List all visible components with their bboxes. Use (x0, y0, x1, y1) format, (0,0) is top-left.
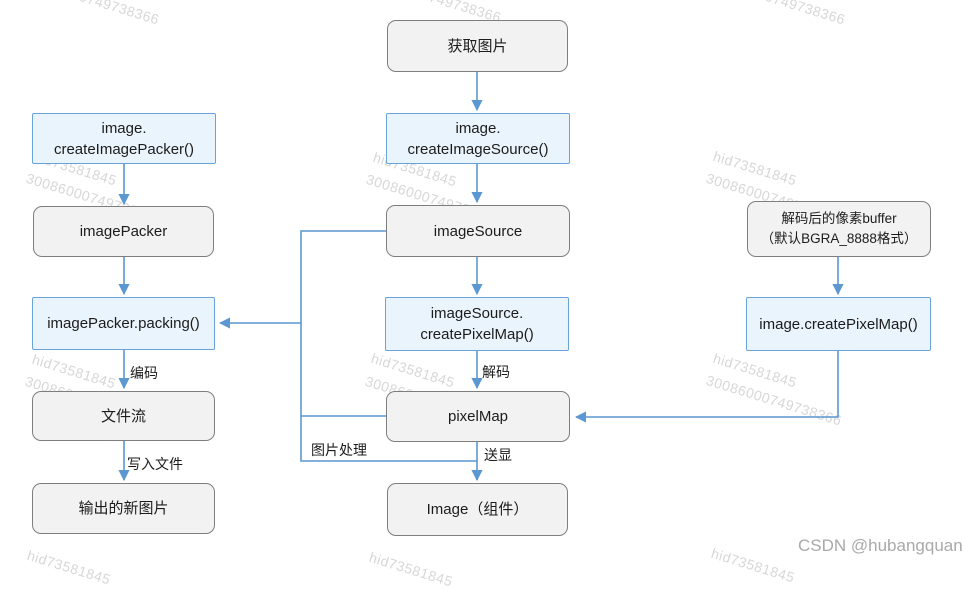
node-create-image-source: image. createImageSource() (386, 113, 570, 164)
node-pixel-buffer-line2: （默认BGRA_8888格式） (760, 231, 918, 246)
node-create-image-packer-line1: image. (101, 119, 147, 137)
node-image-packer-label: imagePacker (79, 223, 168, 240)
node-output-image: 输出的新图片 (32, 483, 215, 534)
node-image-create-pixel-map-label: image.createPixelMap() (759, 315, 918, 333)
node-image-packer: imagePacker (33, 206, 214, 257)
node-image-source: imageSource (386, 205, 570, 257)
node-create-image-source-line2: createImageSource() (407, 140, 549, 158)
edge-image-create-pixel-map-to-pixel-map (574, 351, 839, 423)
node-pixel-buffer-line1: 解码后的像素buffer (781, 210, 897, 226)
edge-label-write-file: 写入文件 (127, 456, 183, 472)
node-file-stream: 文件流 (32, 391, 215, 441)
node-pixel-buffer: 解码后的像素buffer （默认BGRA_8888格式） (747, 201, 931, 257)
node-image-source-create-pixel-map-line2: createPixelMap() (420, 326, 534, 343)
node-image-source-create-pixel-map: imageSource. createPixelMap() (385, 297, 569, 351)
node-pixel-map: pixelMap (386, 391, 570, 442)
flowchart-canvas: 0749738366 0749738366 0749738366 hid7358… (23, 0, 963, 590)
node-image-source-label: imageSource (433, 222, 523, 240)
node-image-component-label: Image（组件） (426, 501, 529, 518)
edge-label-decode: 解码 (482, 364, 510, 380)
node-create-image-packer: image. createImagePacker() (32, 113, 216, 164)
edge-trunk-image-source-loop (300, 230, 477, 462)
connector-lines (118, 72, 844, 482)
edge-label-image-processing: 图片处理 (311, 442, 367, 458)
node-create-image-source-line1: image. (455, 119, 501, 137)
edge-label-encode: 编码 (130, 365, 158, 381)
node-pixel-map-label: pixelMap (447, 408, 509, 425)
node-get-image-label: 获取图片 (447, 37, 508, 55)
node-image-source-create-pixel-map-line1: imageSource. (430, 305, 524, 322)
node-create-image-packer-line2: createImagePacker() (53, 140, 195, 158)
node-get-image: 获取图片 (387, 20, 568, 72)
node-file-stream-label: 文件流 (100, 407, 146, 425)
edge-label-display: 送显 (484, 447, 512, 463)
node-image-packer-packing: imagePacker.packing() (32, 297, 215, 350)
node-image-component: Image（组件） (387, 483, 568, 536)
node-output-image-label: 输出的新图片 (78, 500, 169, 517)
node-image-create-pixel-map: image.createPixelMap() (746, 297, 931, 351)
csdn-credit: CSDN @hubangquan (798, 536, 963, 555)
node-image-packer-packing-label: imagePacker.packing() (47, 315, 200, 332)
